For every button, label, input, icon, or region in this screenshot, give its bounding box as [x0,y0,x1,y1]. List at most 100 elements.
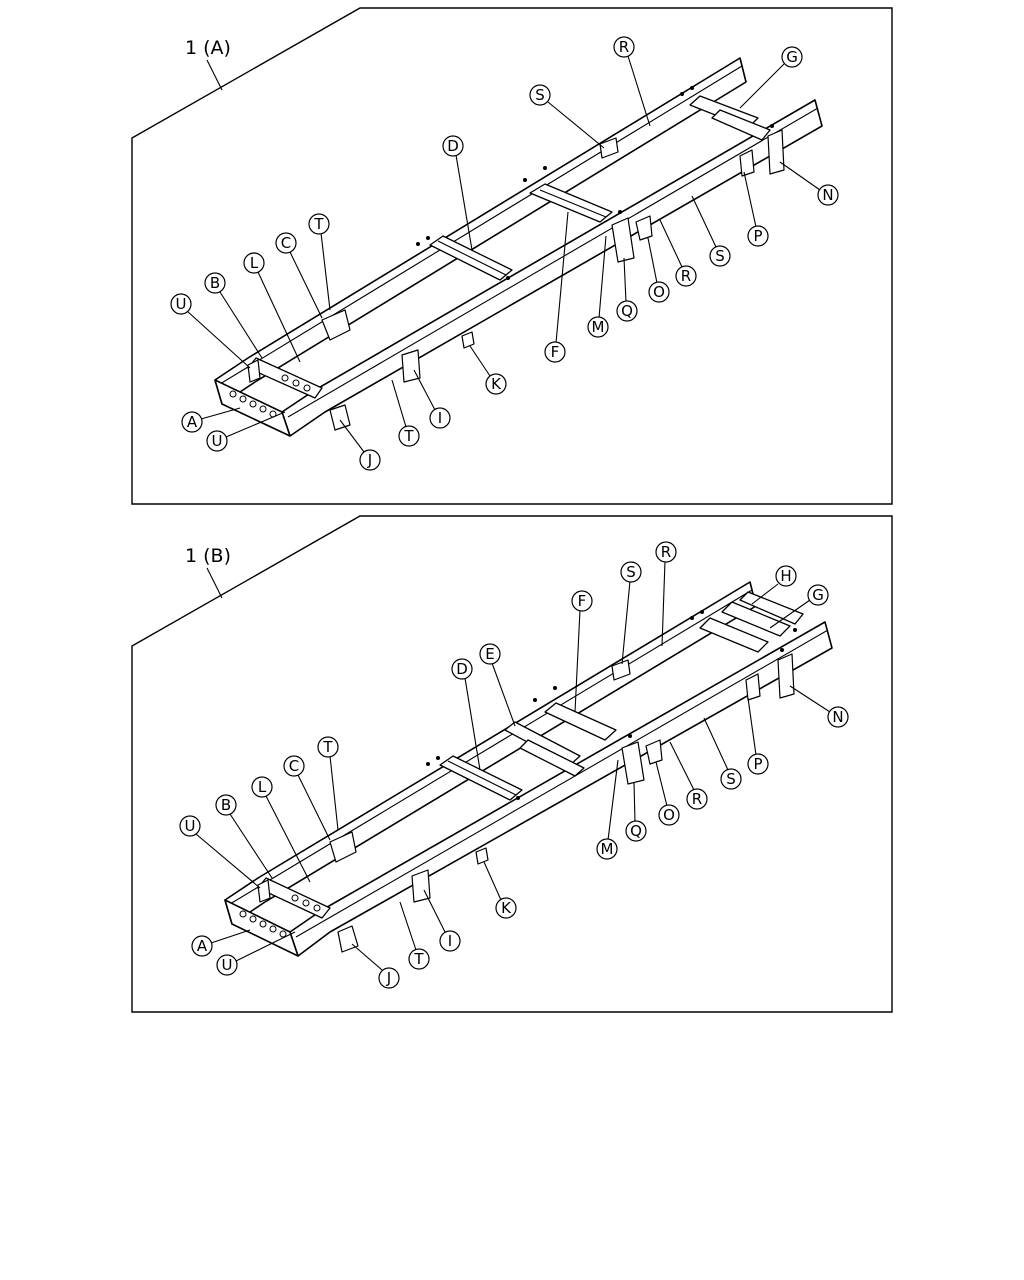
callout-s-upper: S [529,84,605,149]
callout-m: M [587,235,609,338]
callout-o: O [655,761,680,826]
panel-b-border [131,515,893,1013]
callout-t-lower: T [391,379,420,447]
callout-s-lower: S [691,195,731,267]
svg-text:S: S [715,247,725,265]
callout-l: L [243,252,301,363]
callout-g: G [769,584,829,629]
callout-b: B [215,794,273,879]
callout-q: Q [625,781,647,842]
callout-j: J [351,943,400,989]
svg-text:J: J [367,451,372,469]
callout-u-upper: U [179,815,261,889]
callout-o: O [647,237,670,303]
panel-b-title: 1 (B) [185,545,231,567]
callout-r-lower: R [659,219,697,287]
panel-a-chassis [214,57,823,437]
panel-a: 1 (A) [131,7,893,505]
svg-text:E: E [485,645,494,663]
svg-text:R: R [661,543,671,561]
callout-l: L [251,776,311,883]
callout-u-lower: U [206,411,286,452]
svg-text:U: U [212,432,223,450]
callout-m: M [596,759,619,860]
callout-p: P [743,171,769,247]
svg-text:M: M [592,318,605,336]
callout-b: B [204,272,263,359]
svg-text:R: R [681,267,691,285]
svg-text:K: K [491,375,502,393]
panel-a-border [131,7,893,505]
svg-text:F: F [551,343,560,361]
svg-text:R: R [619,38,629,56]
panel-a-callouts: A B C D F G I J K L M N O P Q R R S S T … [170,36,839,471]
callout-i: I [423,889,461,952]
svg-text:J: J [386,969,391,987]
callout-p: P [747,697,769,775]
svg-text:P: P [753,755,762,773]
svg-text:D: D [456,660,468,678]
svg-text:M: M [601,840,614,858]
callout-d: D [442,135,473,251]
callout-g: G [739,46,803,109]
svg-text:T: T [403,427,414,445]
callout-i: I [413,369,451,429]
callout-a: A [181,407,241,433]
svg-text:F: F [578,592,587,610]
svg-text:O: O [653,283,665,301]
callout-q: Q [616,257,638,322]
callout-u-upper: U [170,293,251,369]
panel-b-callouts: A B C D E F G H I J K L M N O P Q R R S … [179,541,849,989]
callout-h: H [751,565,797,605]
svg-text:R: R [692,790,702,808]
callout-r-lower: R [669,741,708,810]
svg-text:I: I [438,409,442,427]
svg-text:L: L [258,778,267,796]
callout-n: N [789,685,849,728]
callout-d: D [451,658,481,771]
svg-text:B: B [221,796,231,814]
svg-text:S: S [726,770,736,788]
callout-k: K [483,861,517,919]
svg-text:T: T [322,738,333,756]
svg-text:G: G [786,48,798,66]
panel-b-chassis [224,581,833,957]
callout-k: K [469,345,507,395]
svg-text:L: L [250,254,259,272]
callout-a: A [191,929,251,957]
svg-text:U: U [176,295,187,313]
panel-a-title: 1 (A) [185,37,231,59]
svg-text:C: C [281,234,291,252]
svg-text:G: G [812,586,824,604]
svg-text:S: S [535,86,545,104]
svg-text:O: O [663,806,675,824]
svg-text:Q: Q [630,822,642,840]
callout-r-upper: R [655,541,677,647]
callout-f: F [544,211,569,363]
svg-text:T: T [413,950,424,968]
svg-text:C: C [289,757,299,775]
svg-text:K: K [501,899,512,917]
callout-t-lower: T [399,901,430,970]
svg-text:U: U [222,956,233,974]
svg-text:T: T [313,215,324,233]
callout-e: E [479,643,516,727]
callout-c: C [283,755,331,841]
callout-s-lower: S [703,717,742,790]
svg-text:S: S [626,563,636,581]
svg-text:I: I [448,932,452,950]
svg-text:N: N [832,708,843,726]
panel-b: 1 (B) [131,515,893,1013]
callout-f: F [571,590,593,713]
svg-text:A: A [187,413,198,431]
callout-j: J [339,419,381,471]
callout-s-upper: S [620,561,642,665]
callout-t-upper: T [317,736,339,831]
svg-text:A: A [197,937,208,955]
svg-text:D: D [447,137,459,155]
svg-text:N: N [822,186,833,204]
svg-text:P: P [753,227,762,245]
svg-text:B: B [210,274,220,292]
callout-u-lower: U [216,931,296,976]
